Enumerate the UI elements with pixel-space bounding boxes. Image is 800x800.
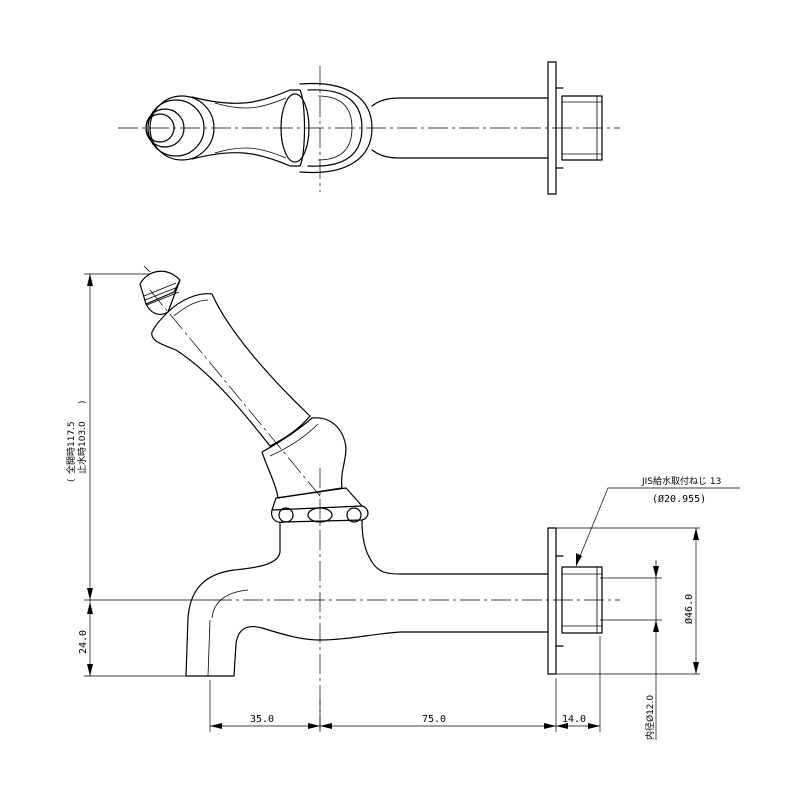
dim-text-paren-open: ( [67,478,77,482]
dimensions: 35.0 75.0 14.0 24.0 Ø46.0 内径Ø12.0 ( 全開時1… [65,273,740,740]
dim-text-height-open: 全開時117.5 [65,421,77,474]
dim-text-spout-drop: 24.0 [78,630,89,654]
height-dimension-label: ( 全開時117.5 止水時103.0 ) [65,400,88,482]
side-rosette [271,487,369,523]
dim-text-thread-length: 14.0 [562,714,586,725]
dim-text-body-length: 75.0 [422,714,446,725]
top-handle-lever [191,89,306,167]
side-body-and-spout [185,519,549,677]
top-valve-body [299,82,373,174]
side-lever-collar [261,417,347,499]
top-thread [561,95,603,161]
dim-text-paren-close: ) [78,400,88,404]
dim-text-flange-diameter: Ø46.0 [683,594,695,624]
handle-axis-centerline [149,289,321,497]
thread-leader-line [575,487,740,567]
top-view [118,61,620,195]
side-view [139,265,620,730]
note-thread-diameter: (Ø20.955) [652,493,706,505]
top-flange [547,61,557,195]
top-handle-knob [145,95,215,161]
side-handle-lever [151,293,311,447]
dim-text-height-closed: 止水時103.0 [76,421,88,474]
top-body-pipe [371,97,549,159]
note-thread-spec: JIS給水取付ねじ 13 [641,475,721,487]
side-thread [561,566,603,634]
dim-text-inner-diameter: 内径Ø12.0 [644,695,656,740]
dim-text-spout-reach: 35.0 [250,714,274,725]
side-flange [547,527,557,675]
